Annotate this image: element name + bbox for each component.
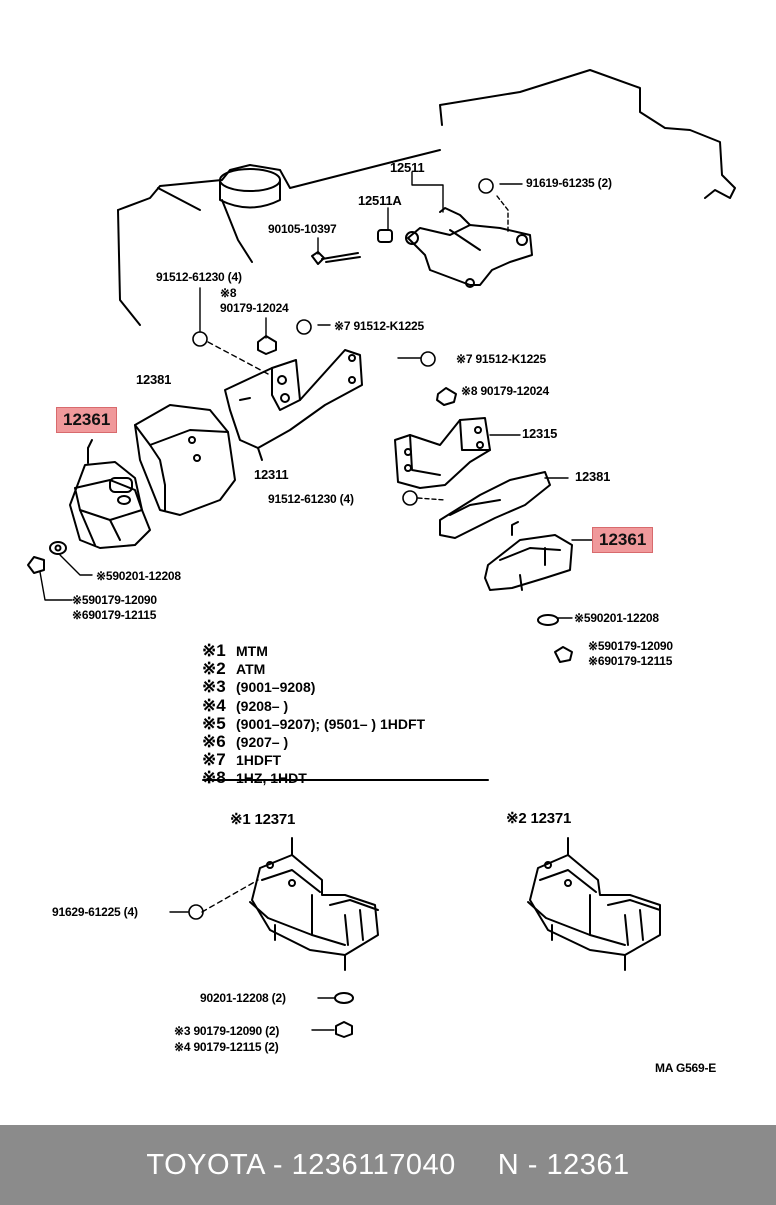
label-12511a: 12511A bbox=[358, 193, 402, 208]
legend-mark: ※3 bbox=[202, 677, 226, 697]
insulator-12381-right bbox=[417, 471, 569, 539]
label-90179-12115-right: ※690179-12115 bbox=[588, 654, 673, 668]
label-91512-61230-top: 91512-61230 (4) bbox=[156, 270, 242, 284]
legend-row: ※5 (9001–9207); (9501– ) 1HDFT bbox=[202, 715, 425, 733]
label-90179-12024-left: 90179-12024 bbox=[220, 301, 289, 315]
legend-mark: ※6 bbox=[202, 732, 226, 752]
highlight-12361-left[interactable]: 12361 bbox=[56, 407, 118, 433]
mount-12371-atm bbox=[527, 837, 661, 971]
bracket-12311 bbox=[224, 349, 363, 461]
footer-part-number: TOYOTA - 1236117040 bbox=[146, 1148, 456, 1181]
label-90179-12090-bottom: ※3 90179-12090 (2) bbox=[174, 1024, 280, 1038]
label-12371-mtm: ※1 12371 bbox=[230, 811, 296, 828]
legend-row: ※3 (9001–9208) bbox=[202, 678, 425, 696]
bottom-fasteners bbox=[169, 879, 354, 1038]
legend-row: ※1 MTM bbox=[202, 642, 425, 660]
label-12311: 12311 bbox=[254, 467, 289, 482]
mount-12361-right bbox=[484, 521, 593, 591]
legend-mark: ※7 bbox=[202, 750, 226, 770]
washer-markers bbox=[188, 178, 494, 920]
nut-left-top bbox=[257, 335, 277, 355]
diagram-reference-code: MA G569-E bbox=[655, 1061, 717, 1075]
label-12511: 12511 bbox=[390, 160, 425, 175]
legend-row: ※7 1HDFT bbox=[202, 751, 425, 769]
legend-row: ※8 1HZ, 1HDT bbox=[202, 769, 425, 787]
washers-left bbox=[27, 541, 93, 601]
footer-bar: TOYOTA - 1236117040 N - 12361 bbox=[0, 1125, 776, 1205]
label-12381-right: 12381 bbox=[575, 469, 611, 484]
legend-row: ※6 (9207– ) bbox=[202, 733, 425, 751]
legend: ※1 MTM ※2 ATM ※3 (9001–9208) ※4 (9208– ) ※5 (… bbox=[202, 642, 425, 788]
mount-12361-left bbox=[69, 439, 151, 549]
label-91619-61235: 91619-61235 (2) bbox=[526, 176, 612, 190]
label-91629-61225: 91629-61225 (4) bbox=[52, 905, 138, 919]
washers-right bbox=[537, 614, 573, 663]
label-90179-12115-left: ※690179-12115 bbox=[72, 608, 157, 622]
highlight-12361-right[interactable]: 12361 bbox=[592, 527, 654, 553]
legend-text: (9001–9207); (9501– ) 1HDFT bbox=[236, 715, 426, 732]
label-91512-k1225-b: ※7 91512-K1225 bbox=[456, 352, 546, 366]
insulator-12381-left bbox=[134, 404, 236, 516]
label-marker-8: ※8 bbox=[220, 286, 237, 300]
label-12315: 12315 bbox=[522, 426, 558, 441]
bracket-12511 bbox=[405, 207, 533, 288]
legend-text: (9001–9208) bbox=[236, 679, 316, 696]
legend-mark: ※4 bbox=[202, 695, 226, 715]
bracket-12315 bbox=[394, 417, 521, 489]
legend-text: MTM bbox=[236, 643, 268, 659]
legend-mark: ※5 bbox=[202, 713, 226, 733]
legend-row: ※2 ATM bbox=[202, 660, 425, 678]
label-90179-12115-bottom: ※4 90179-12115 (2) bbox=[174, 1040, 279, 1054]
label-91512-k1225-a: ※7 91512-K1225 bbox=[334, 319, 424, 333]
parts-diagram bbox=[27, 69, 736, 1038]
footer-reference: N - 12361 bbox=[497, 1148, 630, 1181]
label-12381-left: 12381 bbox=[136, 372, 172, 387]
label-90179-12090-left: ※590179-12090 bbox=[72, 593, 157, 607]
label-91512-61230-mid: 91512-61230 (4) bbox=[268, 492, 354, 506]
label-90201-12208-left: ※590201-12208 bbox=[96, 569, 181, 583]
label-90179-12090-right: ※590179-12090 bbox=[588, 639, 673, 653]
legend-row: ※4 (9208– ) bbox=[202, 695, 425, 715]
mount-12371-mtm bbox=[249, 837, 379, 971]
label-12371-atm: ※2 12371 bbox=[506, 810, 572, 827]
engine-outline bbox=[117, 69, 736, 326]
bolt-90105 bbox=[311, 251, 361, 265]
legend-text: 1HDFT bbox=[236, 752, 282, 769]
legend-text: (9207– ) bbox=[236, 734, 289, 751]
label-90201-12208-bottom: 90201-12208 (2) bbox=[200, 991, 286, 1005]
stud-12511a bbox=[377, 229, 393, 243]
legend-text: 1HZ, 1HDT bbox=[236, 770, 307, 787]
nut-right-top bbox=[436, 387, 457, 406]
legend-text: ATM bbox=[236, 661, 266, 678]
legend-mark: ※2 bbox=[202, 659, 226, 679]
legend-mark: ※8 bbox=[202, 768, 226, 788]
label-90179-12024-right: ※8 90179-12024 bbox=[461, 384, 549, 398]
leader-lines-top bbox=[199, 171, 523, 376]
label-90201-12208-right: ※590201-12208 bbox=[574, 611, 659, 625]
legend-mark: ※1 bbox=[202, 641, 226, 660]
legend-text: (9208– ) bbox=[236, 697, 289, 714]
label-90105-10397: 90105-10397 bbox=[268, 222, 337, 236]
